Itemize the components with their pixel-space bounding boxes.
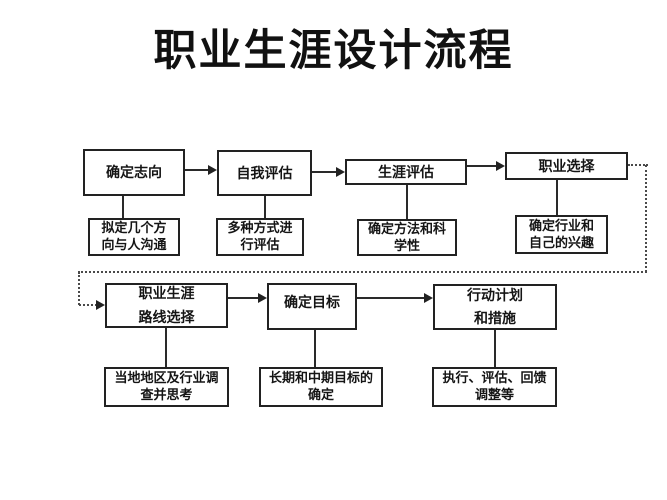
- arrowhead-icon: [258, 293, 267, 303]
- connector-ambition-to-selfassessment: [185, 169, 208, 171]
- dotted-connector-entry-segment: [79, 304, 97, 306]
- connector-selfassessment-to-methods: [264, 196, 266, 218]
- connector-setgoals-to-goaldetermination: [314, 330, 316, 367]
- node-goal-determination: 长期和中期目标的 确定: [259, 367, 383, 407]
- node-action-plan: 行动计划 和措施: [433, 284, 557, 330]
- node-career-choice: 职业选择: [505, 152, 628, 180]
- connector-careerchoice-to-interest: [556, 180, 558, 215]
- node-local-research: 当地地区及行业调 查并思考: [104, 367, 229, 407]
- node-methods-science: 确定方法和科 学性: [357, 219, 457, 256]
- node-career-evaluation: 生涯评估: [345, 159, 467, 185]
- arrowhead-icon: [208, 165, 217, 175]
- arrowhead-icon: [336, 167, 345, 177]
- node-draft-directions: 拟定几个方 向与人沟通: [88, 218, 180, 256]
- node-assessment-methods: 多种方式进 行评估: [216, 218, 304, 256]
- arrowhead-icon: [424, 293, 433, 303]
- arrowhead-icon: [96, 300, 105, 310]
- page-title: 职业生涯设计流程: [153, 28, 514, 75]
- dotted-connector-left-segment: [78, 272, 80, 305]
- connector-routeselection-to-setgoals: [228, 297, 258, 299]
- node-route-selection: 职业生涯 路线选择: [105, 283, 228, 328]
- connector-actionplan-to-executeadjust: [494, 330, 496, 367]
- connector-careerevaluation-to-careerchoice: [467, 165, 496, 167]
- connector-ambition-to-draftdirections: [122, 196, 124, 218]
- node-set-goals: 确定目标: [267, 283, 357, 330]
- connector-setgoals-to-actionplan: [357, 297, 424, 299]
- node-execute-adjust: 执行、评估、回馈 调整等: [432, 367, 557, 407]
- connector-selfassessment-to-careerevaluation: [312, 171, 336, 173]
- node-determine-ambition: 确定志向: [83, 149, 185, 196]
- dotted-connector-top-segment: [628, 164, 648, 166]
- connector-careerevaluation-to-science: [406, 185, 408, 219]
- node-self-assessment: 自我评估: [217, 150, 312, 196]
- connector-routeselection-to-localresearch: [165, 328, 167, 367]
- arrowhead-icon: [496, 161, 505, 171]
- dotted-connector-right-segment: [645, 165, 647, 272]
- dotted-connector-horizontal-segment: [78, 271, 647, 273]
- node-industry-interest: 确定行业和 自己的兴趣: [515, 215, 608, 254]
